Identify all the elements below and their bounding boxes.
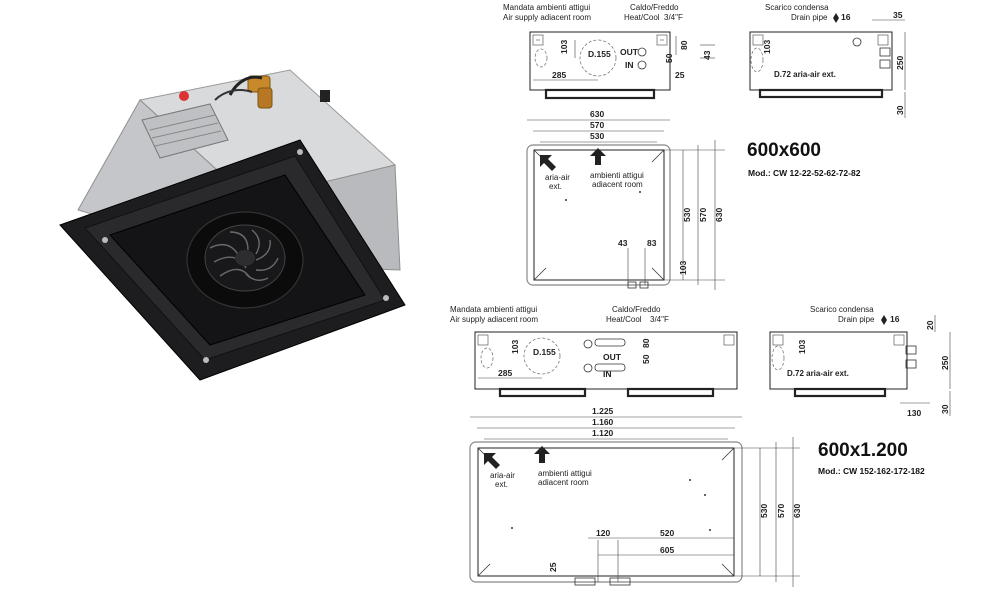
bottom-adjacent-room-arrow-icon [534, 446, 550, 463]
top-supply-label-it: Mandata ambienti attigui [503, 3, 590, 12]
top-dim-25: 25 [675, 70, 685, 80]
top-duct-label: D.155 [588, 49, 611, 59]
top-heatcool-size: 3/4"F [664, 13, 683, 22]
bottom-plan-dim-120: 120 [596, 528, 610, 538]
top-air-ext-label-2: ext. [549, 182, 562, 191]
top-drain-size: 16 [841, 12, 851, 22]
top-adjacent-label-2: adiacent room [592, 180, 643, 189]
top-dim-50: 50 [664, 53, 674, 63]
top-in-fitting-icon [637, 60, 647, 70]
bottom-dim-103: 103 [510, 340, 520, 354]
bottom-side-ext-label: D.72 aria-air ext. [787, 369, 849, 378]
bottom-model-list: Mod.: CW 152-162-172-182 [818, 466, 925, 476]
bottom-air-ext-arrow-icon [484, 453, 500, 469]
top-side-elevation: Scarico condensa Drain pipe 16 D.72 aria… [749, 3, 906, 118]
top-dim-43: 43 [702, 50, 712, 60]
bottom-plan-view: 1.225 1.160 1.120 aria-air ext. ambienti… [469, 406, 925, 587]
top-plan-v570: 570 [698, 208, 708, 222]
top-front-elevation: Mandata ambienti attigui Air supply adia… [503, 3, 715, 100]
bottom-dim-80: 80 [641, 338, 651, 348]
top-adjacent-label-1: ambienti attigui [590, 171, 644, 180]
bottom-drain-label-en: Drain pipe [838, 315, 875, 324]
bottom-supply-duct-icon [523, 337, 561, 375]
bottom-dim-285: 285 [498, 368, 512, 378]
top-out-label: OUT [620, 47, 639, 57]
top-side-dim-250: 250 [895, 56, 905, 70]
bottom-in-fitting-icon [583, 363, 593, 373]
top-plan-dim-530: 530 [590, 131, 604, 141]
bottom-heatcool-size: 3/4"F [650, 315, 669, 324]
bottom-side-dim-250: 250 [940, 356, 950, 370]
top-drain-label-it: Scarico condensa [765, 3, 829, 12]
top-plan-view: 630 570 530 aria-air ext. ambienti attig… [526, 109, 861, 290]
bottom-air-ext-label-2: ext. [495, 480, 508, 489]
bottom-side-elevation: Scarico condensa Drain pipe 16 D.72 aria… [769, 305, 951, 418]
bottom-model-heading: 600x1.200 [818, 440, 908, 461]
bottom-duct-label: D.155 [533, 347, 556, 357]
bottom-plan-dim-25: 25 [548, 562, 558, 572]
top-plan-dim-43: 43 [618, 238, 628, 248]
bottom-drain-diameter-icon [881, 315, 887, 325]
bottom-adjacent-label-2: adiacent room [538, 478, 589, 487]
bottom-heatcool-label-it: Caldo/Freddo [612, 305, 661, 314]
top-out-fitting-icon [637, 47, 647, 57]
bottom-plan-dim-1160: 1.160 [592, 417, 614, 427]
top-drain-diameter-icon [833, 13, 839, 23]
top-air-ext-label-1: aria-air [545, 173, 570, 182]
top-supply-label-en: Air supply adiacent room [503, 13, 591, 22]
top-adjacent-room-arrow-icon [590, 148, 606, 165]
bottom-plan-dim-1225: 1.225 [592, 406, 614, 416]
top-side-dim-35: 35 [893, 10, 903, 20]
bottom-heatcool-label-en: Heat/Cool [606, 315, 642, 324]
top-drain-label-en: Drain pipe [791, 13, 828, 22]
top-supply-duct-icon [579, 39, 617, 77]
bottom-plan-v630: 630 [792, 504, 802, 518]
top-dim-80: 80 [679, 40, 689, 50]
top-plan-dim-83: 83 [647, 238, 657, 248]
bottom-plan-dim-520: 520 [660, 528, 674, 538]
top-plan-dim-630: 630 [590, 109, 604, 119]
top-side-dim-103: 103 [762, 40, 772, 54]
bottom-air-ext-label-1: aria-air [490, 471, 515, 480]
top-plan-dim-570: 570 [590, 120, 604, 130]
top-in-label: IN [625, 60, 634, 70]
bottom-side-dim-30: 30 [940, 404, 950, 414]
bottom-plan-dim-605: 605 [660, 545, 674, 555]
bottom-side-dim-130: 130 [907, 408, 921, 418]
bottom-plan-dim-1120: 1.120 [592, 428, 614, 438]
top-model-heading: 600x600 [747, 140, 821, 161]
bottom-drain-label-it: Scarico condensa [810, 305, 874, 314]
bottom-side-dim-103: 103 [797, 340, 807, 354]
bottom-adjacent-label-1: ambienti attigui [538, 469, 592, 478]
bottom-dim-50: 50 [641, 354, 651, 364]
top-plan-v630: 630 [714, 208, 724, 222]
top-plan-v530: 530 [682, 208, 692, 222]
bottom-plan-v570: 570 [776, 504, 786, 518]
top-dim-103: 103 [559, 40, 569, 54]
top-plan-dim-103: 103 [678, 261, 688, 275]
top-model-list: Mod.: CW 12-22-52-62-72-82 [748, 168, 861, 178]
bottom-in-label: IN [603, 369, 612, 379]
cassette-unit-illustration [59, 69, 406, 381]
top-heatcool-label-en: Heat/Cool [624, 13, 660, 22]
top-heatcool-label-it: Caldo/Freddo [630, 3, 679, 12]
bottom-supply-label-it: Mandata ambienti attigui [450, 305, 537, 314]
bottom-out-fitting-icon [583, 339, 593, 349]
top-air-ext-arrow-icon [540, 155, 556, 171]
bottom-supply-label-en: Air supply adiacent room [450, 315, 538, 324]
top-side-ext-label: D.72 aria-air ext. [774, 70, 836, 79]
top-side-dim-30: 30 [895, 105, 905, 115]
bottom-drain-size: 16 [890, 314, 900, 324]
bottom-out-label: OUT [603, 352, 622, 362]
top-dim-285: 285 [552, 70, 566, 80]
bottom-plan-v530: 530 [759, 504, 769, 518]
bottom-front-elevation: Mandata ambienti attigui Air supply adia… [450, 305, 738, 398]
bottom-side-dim-20: 20 [925, 320, 935, 330]
